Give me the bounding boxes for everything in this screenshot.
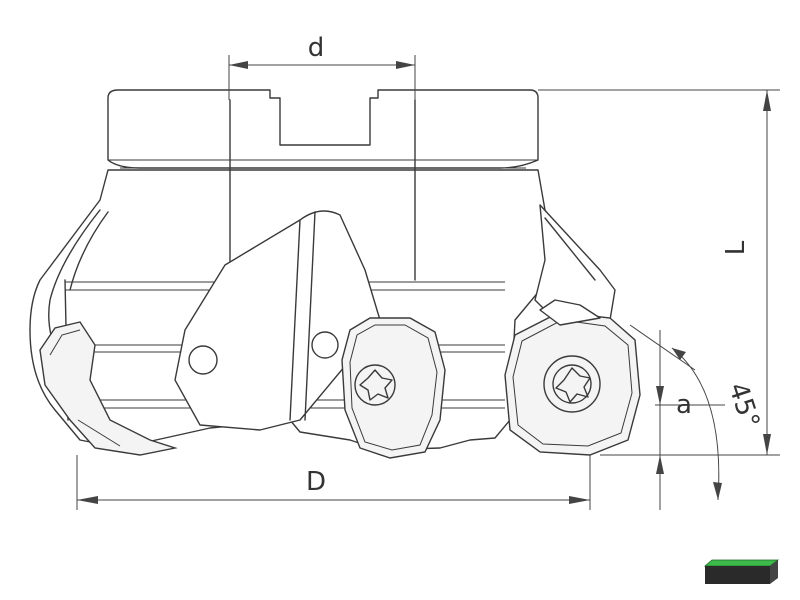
dimension-d-label: d <box>308 33 325 63</box>
green-carbide-block-icon <box>703 559 780 584</box>
dimension-L-label: L <box>721 240 751 255</box>
insert-centre <box>341 317 446 459</box>
dimension-a-label: a <box>676 390 692 420</box>
chip-pocket <box>174 210 381 431</box>
dimension-d: d <box>228 33 416 100</box>
top-collar <box>107 89 539 169</box>
insert-left <box>39 321 178 456</box>
insert-right <box>504 299 641 456</box>
angle-label: 45° <box>722 379 765 432</box>
dimension-D-label: D <box>306 467 326 497</box>
dimension-D: D <box>76 455 591 510</box>
